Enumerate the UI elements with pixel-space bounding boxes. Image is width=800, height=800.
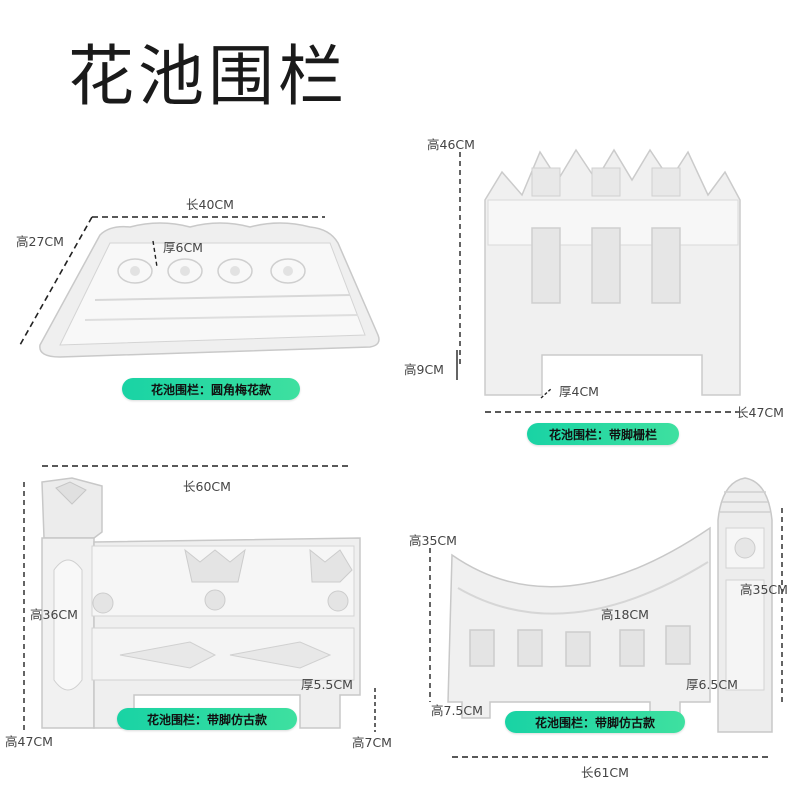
- product-2-thickness: 厚4CM: [559, 384, 599, 399]
- product-1-image: [19, 216, 380, 358]
- product-4-thickness: 厚6.5CM: [686, 677, 738, 692]
- product-1-thickness: 厚6CM: [163, 240, 203, 255]
- product-1-height: 高27CM: [16, 234, 64, 249]
- product-3-height-total: 高47CM: [5, 734, 53, 749]
- product-3-label: 花池围栏：带脚仿古款: [117, 708, 297, 730]
- product-1-length: 长40CM: [186, 197, 234, 212]
- product-4-height-right: 高35CM: [740, 582, 788, 597]
- product-2-height: 高46CM: [427, 137, 475, 152]
- product-2-label: 花池围栏：带脚栅栏: [527, 423, 679, 445]
- product-3-thickness: 厚5.5CM: [301, 677, 353, 692]
- product-3-foot-height: 高7CM: [352, 735, 392, 750]
- product-3-length: 长60CM: [183, 479, 231, 494]
- product-3-image: [23, 465, 376, 732]
- product-4-length: 长61CM: [581, 765, 629, 780]
- product-3-height-inner: 高36CM: [30, 607, 78, 622]
- product-2-foot-height: 高9CM: [404, 362, 444, 377]
- product-4-label: 花池围栏：带脚仿古款: [505, 711, 685, 733]
- product-2-length: 长47CM: [736, 405, 784, 420]
- product-4-height-mid: 高18CM: [601, 607, 649, 622]
- page-title: 花池围栏: [68, 38, 348, 115]
- product-4-height-left: 高35CM: [409, 533, 457, 548]
- product-4-foot-height: 高7.5CM: [431, 703, 483, 718]
- product-2-image: [456, 148, 741, 413]
- product-1-label: 花池围栏：圆角梅花款: [122, 378, 300, 400]
- product-4-image: [429, 477, 783, 758]
